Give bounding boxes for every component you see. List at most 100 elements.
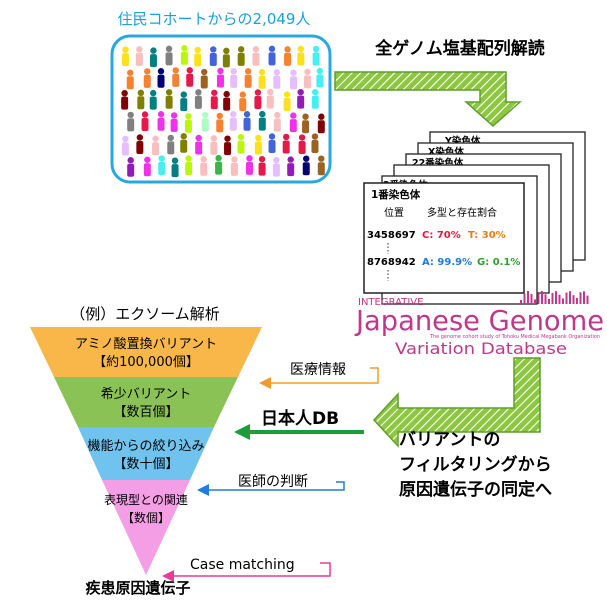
- person-icon-head: [127, 111, 134, 119]
- person-icon-body: [167, 141, 175, 155]
- row2-allele-b: G: 0.1%: [477, 257, 520, 268]
- person-icon-body: [230, 74, 238, 88]
- logo-bar: [548, 298, 550, 304]
- person-icon-body: [254, 141, 262, 155]
- person-icon-head: [150, 89, 157, 97]
- person-icon-head: [185, 113, 192, 120]
- person-icon-body: [136, 140, 144, 154]
- person-icon-head: [186, 67, 193, 74]
- logo-bar: [562, 298, 564, 304]
- person-icon-body: [287, 163, 295, 177]
- logo-bar: [565, 292, 568, 304]
- logo-bar: [555, 291, 557, 304]
- person-icon-body: [180, 139, 188, 153]
- person-icon-head: [239, 91, 246, 98]
- col-position: 位置: [384, 206, 404, 219]
- funnel-level-4: [102, 480, 190, 575]
- person-icon-body: [216, 74, 224, 88]
- row2-allele-a: A: 99.9%: [422, 257, 472, 268]
- level3-line2: 【数十個】: [113, 457, 178, 472]
- person-icon-body: [237, 52, 245, 66]
- logo-bar: [576, 297, 578, 304]
- person-icon-head: [246, 155, 253, 162]
- person-icon-body: [268, 52, 276, 66]
- case-matching-label: Case matching: [190, 557, 295, 573]
- col-type: 多型と存在割合: [427, 206, 497, 219]
- person-icon-body: [200, 162, 208, 176]
- chromosome-1-title: 1番染色体: [371, 188, 421, 201]
- person-icon-body: [186, 73, 194, 87]
- person-icon-head: [137, 89, 145, 97]
- person-icon-head: [297, 88, 304, 96]
- person-icon-body: [266, 95, 274, 109]
- person-icon-head: [298, 134, 306, 141]
- person-icon-head: [223, 90, 230, 98]
- person-icon-head: [223, 47, 230, 55]
- person-icon-head: [316, 67, 324, 75]
- logo-bar: [586, 295, 589, 304]
- logo-bar: [551, 292, 554, 304]
- filtering-line3: 原因遺伝子の同定へ: [399, 479, 552, 500]
- person-icon-head: [267, 88, 274, 96]
- level2-line2: 【数百個】: [113, 405, 178, 420]
- logo-bar: [583, 291, 585, 304]
- person-icon-head: [287, 156, 294, 163]
- person-icon-head: [210, 46, 217, 53]
- person-icon-head: [230, 68, 237, 75]
- person-icon-body: [297, 52, 305, 66]
- doctor-judgment-arrow: [197, 481, 345, 496]
- row1-allele-b: T: 30%: [468, 230, 506, 241]
- person-icon-head: [244, 68, 252, 75]
- person-icon-head: [157, 111, 165, 118]
- funnel-level-2: [54, 377, 238, 427]
- medical-info-label: 医療情報: [290, 361, 346, 378]
- person-icon-body: [222, 54, 230, 68]
- person-icon-body: [195, 141, 203, 155]
- person-icon-head: [157, 68, 165, 75]
- person-icon-body: [143, 163, 151, 177]
- person-icon-head: [258, 155, 266, 163]
- person-icon-body: [273, 118, 281, 132]
- person-icon-head: [185, 155, 192, 162]
- person-icon-head: [237, 46, 245, 53]
- person-icon-body: [258, 117, 266, 131]
- japanese-db-label: 日本人DB: [261, 408, 339, 429]
- person-icon-body: [135, 52, 143, 66]
- person-icon-body: [126, 76, 134, 90]
- level1-line2: 【約100,000個】: [93, 355, 199, 370]
- filtering-line1: バリアントの: [399, 430, 500, 450]
- person-icon-body: [121, 53, 129, 67]
- person-icon-body: [170, 118, 178, 132]
- person-icon-body: [258, 75, 266, 89]
- person-icon-body: [223, 97, 231, 111]
- person-icon-head: [165, 45, 173, 53]
- person-icon-head: [243, 111, 251, 118]
- person-icon-body: [171, 164, 179, 178]
- person-icon-head: [274, 111, 281, 119]
- person-icon-head: [273, 156, 280, 164]
- person-icon-body: [210, 96, 218, 110]
- person-icon-body: [224, 142, 232, 156]
- person-icon-head: [302, 113, 309, 120]
- logo-main: Japanese Genome: [354, 304, 604, 337]
- person-icon-head: [158, 155, 165, 162]
- person-icon-body: [272, 163, 280, 177]
- logo-bar: [569, 291, 571, 304]
- person-icon-body: [127, 118, 135, 132]
- person-icon-head: [311, 133, 319, 140]
- person-icon-body: [157, 117, 165, 131]
- row1-allele-a: C: 70%: [422, 230, 461, 241]
- person-icon-head: [165, 89, 173, 96]
- person-icon-body: [165, 95, 173, 109]
- logo-bars-icon: [520, 291, 589, 304]
- person-icon-head: [144, 68, 151, 75]
- row2-position: 8768942: [367, 257, 416, 268]
- person-icon-body: [201, 118, 209, 132]
- person-icon-body: [127, 163, 135, 177]
- person-icon-head: [255, 134, 262, 142]
- person-icon-body: [165, 52, 173, 66]
- person-icon-head: [195, 89, 202, 96]
- person-icon-body: [121, 96, 129, 110]
- person-icon-head: [122, 46, 129, 53]
